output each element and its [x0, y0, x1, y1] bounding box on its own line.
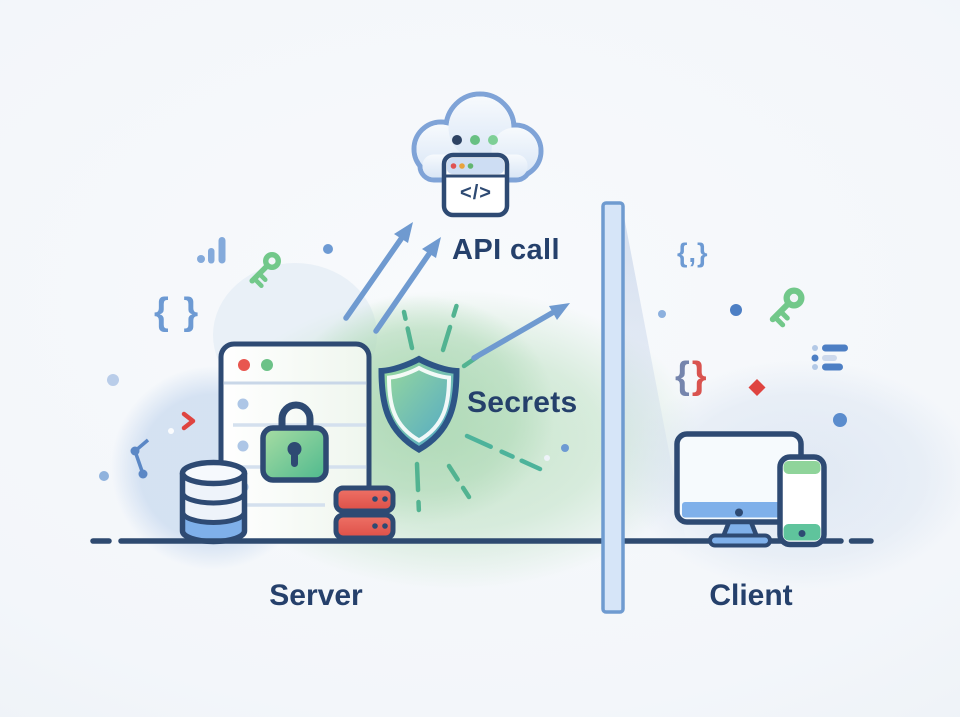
arrow-icon	[343, 222, 570, 361]
brace-close: }	[691, 355, 709, 397]
brace-open: {	[675, 355, 692, 397]
row-bullet	[237, 398, 249, 410]
server-rack-icon	[333, 485, 396, 541]
divider-wall	[601, 201, 625, 614]
key-icon	[249, 252, 281, 288]
bar-chart-icon	[197, 237, 226, 264]
window-dot-green	[467, 163, 474, 169]
cloud-dot-navy	[452, 135, 462, 145]
chevron-icon	[181, 411, 196, 431]
shield-icon	[378, 355, 460, 453]
list-icon	[811, 344, 848, 371]
scatter-dots	[99, 244, 847, 481]
phone-icon	[777, 454, 827, 548]
code-window-icon	[441, 152, 510, 218]
wall-shadow	[622, 206, 689, 556]
window-dot-green	[261, 359, 273, 371]
api-call-label: API call	[452, 234, 560, 266]
cloud-dot-green-2	[488, 135, 498, 145]
window-dot-red	[238, 359, 250, 371]
braces-comma-decoration: {,}	[677, 238, 709, 268]
keyhole	[287, 442, 302, 456]
code-glyph: </>	[460, 182, 492, 204]
lock-icon	[260, 401, 329, 483]
database-icon	[179, 459, 248, 545]
server-label: Server	[269, 579, 363, 612]
cloud-dot-green-1	[470, 135, 480, 145]
polyline-node-icon	[130, 438, 150, 479]
braces-left-decoration: { }	[154, 291, 201, 333]
secrets-label: Secrets	[467, 386, 578, 419]
diamond-icon	[748, 379, 766, 396]
client-label: Client	[709, 579, 793, 612]
braces-mixed-decoration: {}	[675, 357, 709, 395]
key-icon	[769, 287, 805, 328]
row-bullet	[237, 440, 249, 452]
window-dot-orange	[459, 163, 465, 169]
window-dot-red	[450, 163, 457, 169]
